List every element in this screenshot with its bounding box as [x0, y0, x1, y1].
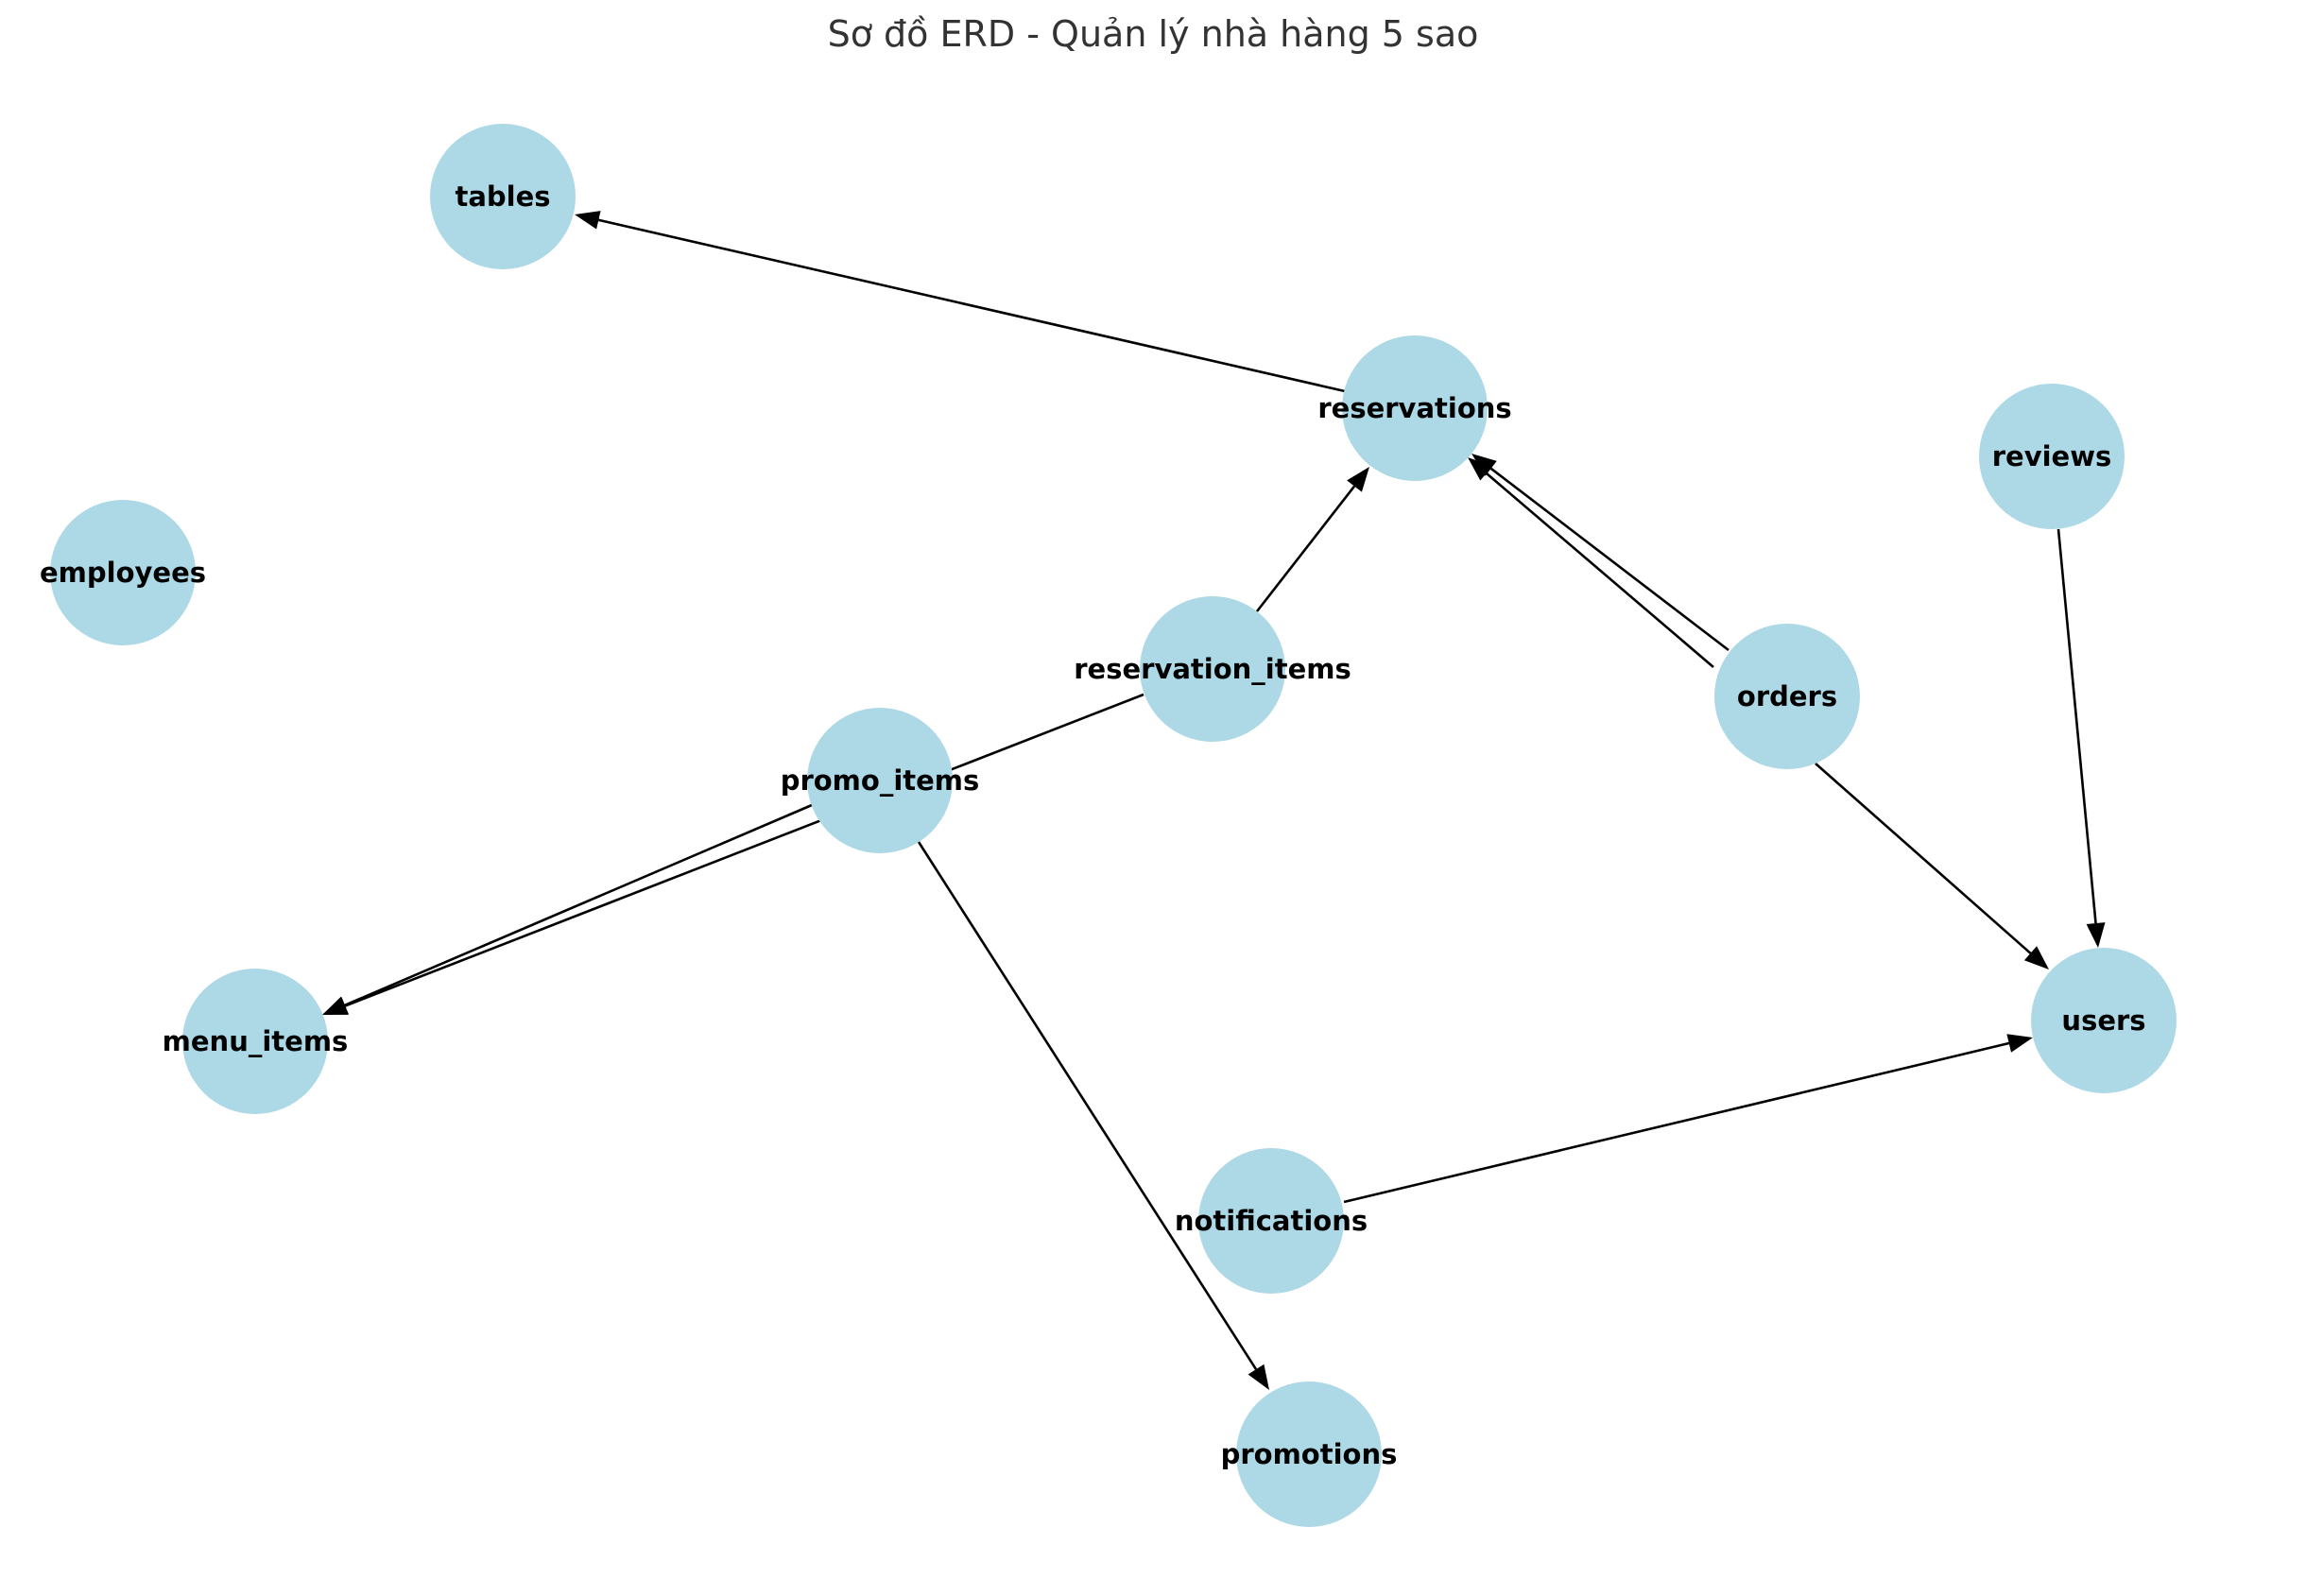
node-circle	[2031, 948, 2177, 1093]
node-users: users	[2031, 948, 2177, 1093]
arrow-head-icon	[2006, 1034, 2033, 1053]
node-label: promo_items	[781, 764, 980, 797]
node-notifications: notifications	[1175, 1148, 1368, 1294]
node-orders: orders	[1714, 624, 1860, 769]
node-circle	[182, 969, 328, 1114]
edge-line	[344, 803, 813, 1006]
edge-reservation_items-to-menu_items	[322, 693, 1144, 1015]
edge-promo_items-to-menu_items	[322, 803, 813, 1015]
edge-line	[1343, 1041, 2010, 1204]
edge-line	[1489, 467, 1730, 652]
node-label: promotions	[1221, 1438, 1398, 1470]
node-label: users	[2061, 1004, 2145, 1037]
node-label: reviews	[1992, 440, 2112, 472]
edge-reviews-to-users	[2056, 528, 2106, 948]
edge-reservation_items-to-reservations	[1255, 467, 1369, 612]
node-circle	[1979, 384, 2125, 529]
diagram-title: Sơ đồ ERD - Quản lý nhà hàng 5 sao	[827, 13, 1479, 55]
node-circle	[1342, 335, 1488, 481]
edge-line	[1255, 485, 1356, 612]
node-label: notifications	[1175, 1205, 1368, 1237]
node-circle	[430, 124, 576, 269]
edge-notifications-to-users	[1343, 1034, 2033, 1204]
arrow-head-icon	[2023, 946, 2049, 970]
node-tables: tables	[430, 124, 576, 269]
edge-orders-to-users	[1815, 763, 2049, 970]
arrow-head-icon	[1347, 467, 1369, 492]
node-label: reservation_items	[1074, 653, 1351, 685]
node-promotions: promotions	[1221, 1381, 1398, 1527]
edge-line	[598, 218, 1346, 393]
node-label: employees	[40, 557, 206, 589]
edge-line	[1485, 472, 1714, 668]
node-reservations: reservations	[1317, 335, 1512, 481]
node-circle	[807, 708, 953, 853]
node-promo_items: promo_items	[781, 708, 980, 853]
edge-line	[344, 693, 1144, 1007]
node-circle	[1714, 624, 1860, 769]
arrow-head-icon	[2086, 922, 2106, 948]
node-circle	[1236, 1381, 1382, 1527]
node-employees: employees	[40, 500, 206, 645]
edge-promo_items-to-promotions	[917, 841, 1269, 1390]
arrow-head-icon	[1468, 457, 1493, 481]
edges-layer	[322, 211, 2106, 1390]
node-label: reservations	[1317, 392, 1511, 424]
arrow-head-icon	[322, 996, 349, 1015]
node-circle	[50, 500, 196, 645]
node-label: orders	[1737, 680, 1837, 712]
node-circle	[1140, 596, 1285, 742]
arrow-head-icon	[575, 211, 601, 230]
edge-reservations-to-tables	[575, 211, 1346, 393]
edge-line	[2056, 528, 2097, 924]
node-reservation_items: reservation_items	[1074, 596, 1351, 742]
edge-orders-to-reservations	[1471, 454, 1730, 652]
node-circle	[1198, 1148, 1344, 1294]
arrow-head-icon	[1248, 1364, 1269, 1390]
nodes-layer: tables reservations reviews employees reserv…	[40, 124, 2177, 1527]
edge-line	[917, 841, 1258, 1370]
node-menu_items: menu_items	[163, 969, 349, 1114]
edge-orders-to-reservations	[1468, 457, 1714, 668]
node-label: menu_items	[163, 1025, 349, 1057]
node-reviews: reviews	[1979, 384, 2125, 529]
edge-line	[1815, 763, 2032, 954]
node-label: tables	[455, 180, 550, 213]
